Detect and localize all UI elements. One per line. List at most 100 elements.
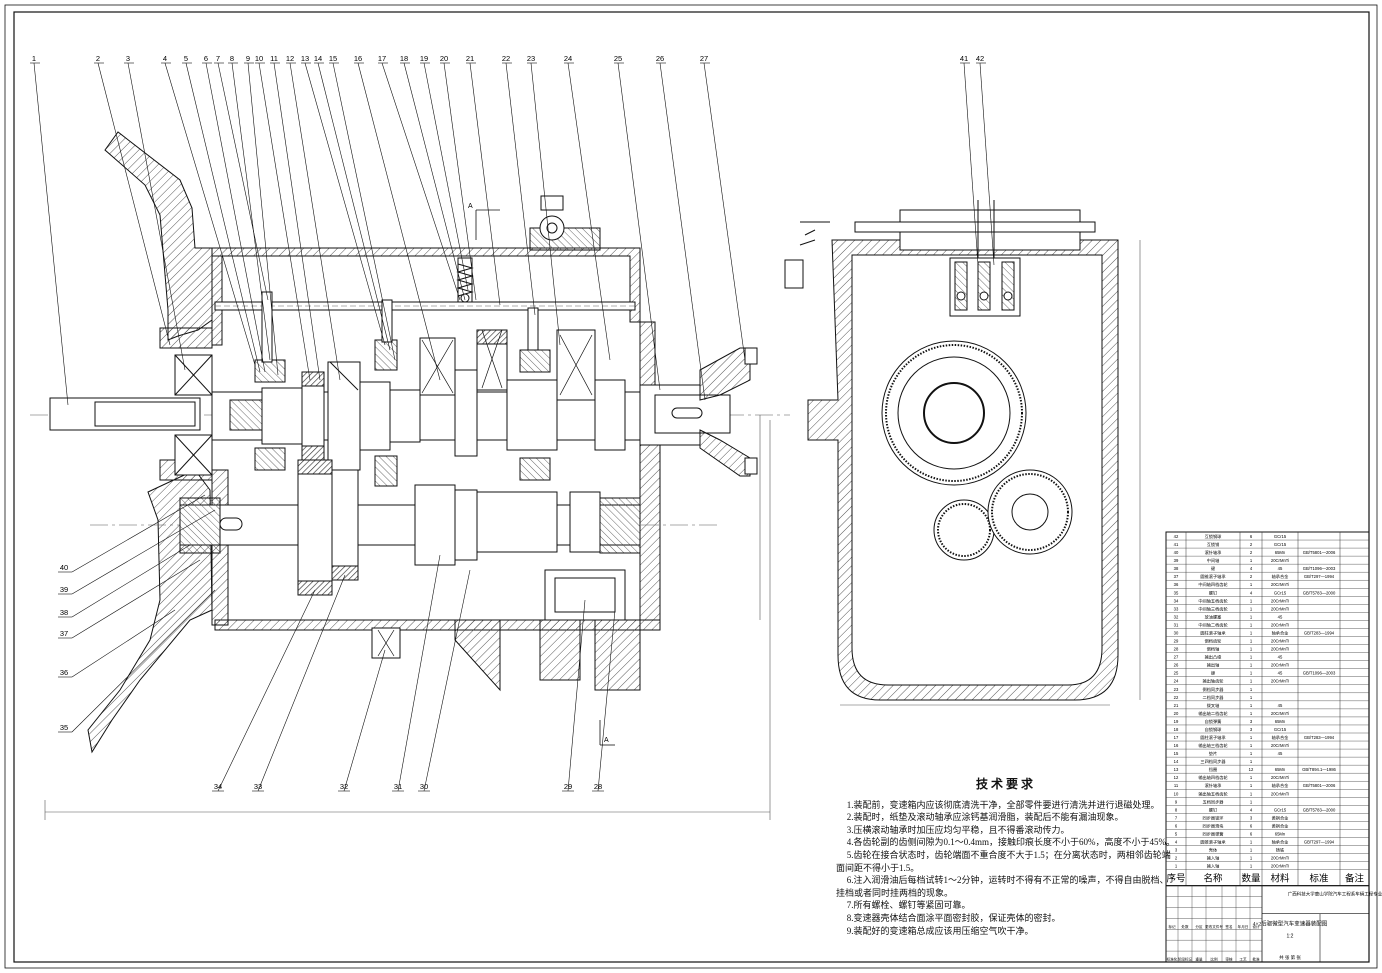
bom-cell: 中间轴二档齿轮 (1198, 621, 1228, 628)
bom-cell: 24 (1174, 679, 1179, 684)
bom-cell: 1 (1250, 856, 1253, 861)
bom-cell: 6 (1250, 831, 1253, 836)
bom-cell: 螺钉 (1209, 589, 1218, 596)
bom-cell: 输出凸缘 (1205, 654, 1223, 661)
tech-item: 6.注入润滑油后每档试转1～2分钟，运转时不得有不正常的噪声，不得自由脱档、挂档… (836, 875, 1169, 898)
title-block-label: 标记 (1168, 924, 1176, 929)
bom-cell: 1 (1250, 783, 1253, 788)
leader-line (317, 62, 391, 351)
bom-cell: 20CrMnTi (1271, 679, 1289, 684)
leader-line (71, 494, 206, 573)
leader-line (567, 62, 611, 361)
bom-cell: 2 (1250, 542, 1253, 547)
bom-cell: 3 (1250, 727, 1253, 732)
bom-cell: 45 (1278, 614, 1283, 619)
bom-cell: 8 (1175, 807, 1178, 812)
side-gears (881, 340, 1073, 561)
leader-line (127, 62, 186, 371)
bom-cell: 4 (1250, 566, 1253, 571)
leader-line (343, 649, 386, 792)
bom-cell: 中间轴 (1207, 557, 1220, 564)
bom-cell: 33 (1174, 606, 1179, 611)
bom-cell: 1 (1250, 711, 1253, 716)
inner-frame (13, 11, 1370, 963)
bom-cell: 1 (1250, 703, 1253, 708)
interlock-assembly (949, 200, 1021, 317)
bom-cell: 1 (1250, 799, 1253, 804)
section-mark-a-bottom: A (604, 737, 609, 744)
leader-line (963, 62, 979, 266)
side-section-view (784, 200, 1141, 706)
tech-item: 1.装配前，变速箱内应该彻底清洗干净，全部零件要进行清洗并进行退磁处理。 (846, 799, 1160, 810)
bom-cell: 31 (1174, 622, 1179, 627)
bom-cell: 1 (1250, 759, 1253, 764)
bom-cell: 黄铜合金 (1272, 822, 1290, 829)
bom-cell: 输入轴 (1207, 863, 1220, 870)
bom-cell: 20CrMnTi (1271, 639, 1289, 644)
bom-cell: 45 (1278, 671, 1283, 676)
leader-line (33, 62, 69, 406)
balloon-label-25: 25 (614, 54, 622, 63)
leader-line (185, 62, 261, 373)
tech-item: 8.变速器壳体结合面涂平面密封胶，保证壳体的密封。 (846, 912, 1061, 923)
balloon-label-36: 36 (60, 668, 68, 677)
bom-cell: 20CrMnTi (1271, 864, 1289, 869)
bom-cell: 10 (1174, 791, 1179, 796)
bom-cell: 自锁钢球 (1205, 726, 1223, 733)
outer-frame (4, 4, 1378, 969)
bom-cell: 20CrMnTi (1271, 663, 1289, 668)
bom-cell: 输出轴 (1207, 662, 1220, 669)
bom-cell: GB/T894.1—1986 (1302, 767, 1336, 772)
output-flange (639, 347, 758, 477)
title-block-label: 签名 (1225, 924, 1233, 929)
bom-cell: 滚针轴承 (1205, 549, 1223, 556)
bom-cell: 中间轴四档齿轮 (1198, 581, 1228, 588)
bom-cell: 29 (1174, 639, 1179, 644)
bom-cell: 20CrMnTi (1271, 775, 1289, 780)
balloon-label-5: 5 (184, 54, 188, 63)
bom-cell: 黄铜合金 (1272, 814, 1290, 821)
balloon-label-33: 33 (254, 782, 262, 791)
bom-cell: 40 (1174, 550, 1179, 555)
main-section-view (30, 131, 790, 820)
balloon-label-18: 18 (400, 54, 408, 63)
bom-cell: GB/T297—1994 (1304, 840, 1335, 845)
drawing-scale: 1:2 (1287, 934, 1294, 940)
bom-cell: 同步器弹簧 (1203, 830, 1224, 837)
bom-header-cell: 数量 (1241, 873, 1261, 885)
leader-line (403, 62, 466, 301)
leader-line (979, 62, 995, 266)
bom-cell: 3 (1250, 815, 1253, 820)
title-block-label: 阶段标记 (1178, 957, 1193, 962)
bom-cell: 轴承合金 (1272, 573, 1290, 580)
balloon-label-21: 21 (466, 54, 474, 63)
technical-requirements: 技术要求 1.装配前，变速箱内应该彻底清洗干净，全部零件要进行清洗并进行退磁处理… (836, 778, 1176, 937)
bom-cell: 自锁弹簧 (1205, 718, 1222, 725)
bom-cell: 同步器滑块 (1203, 822, 1225, 829)
bom-cell: 14 (1174, 759, 1179, 764)
bom-cell: GB/T1096—2003 (1303, 671, 1336, 676)
balloon-label-32: 32 (340, 782, 348, 791)
bom-cell: 65Mn (1275, 719, 1286, 724)
leader-line (217, 589, 316, 792)
bom-cell: 垫片 (1209, 750, 1217, 757)
bom-cell: 13 (1174, 767, 1179, 772)
leader-line (71, 589, 216, 733)
leader-line (247, 62, 279, 376)
